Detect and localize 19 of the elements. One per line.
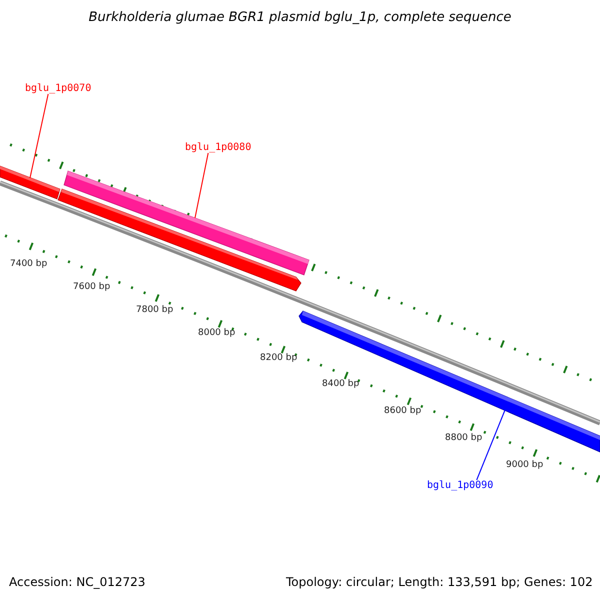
gene-feature bbox=[0, 166, 60, 200]
leader-line bbox=[194, 152, 209, 218]
scale-label: 8000 bp bbox=[198, 328, 236, 338]
scale-label: 7800 bp bbox=[136, 305, 174, 315]
leader-line bbox=[30, 94, 49, 178]
gene-label: bglu_1p0070 bbox=[25, 83, 92, 94]
scale-label: 7400 bp bbox=[10, 259, 48, 269]
gene-label: bglu_1p0080 bbox=[185, 142, 252, 153]
gene-feature bbox=[58, 188, 302, 292]
leader-line bbox=[476, 410, 506, 480]
gene-label: bglu_1p0090 bbox=[427, 480, 494, 491]
gene-feature bbox=[298, 310, 600, 452]
scale-label: 7600 bp bbox=[73, 282, 110, 292]
footer-text: Accession: NC_012723 bbox=[9, 575, 146, 589]
scale-label: 8400 bp bbox=[322, 379, 360, 389]
scale-label: 8800 bp bbox=[445, 433, 482, 443]
footer-text: Topology: circular; Length: 133,591 bp; Genes: 102 bbox=[286, 575, 593, 589]
diagram-title: Burkholderia glumae BGR1 plasmid bglu_1p, complete sequence bbox=[88, 10, 512, 25]
scale-label: 8600 bp bbox=[384, 406, 422, 416]
